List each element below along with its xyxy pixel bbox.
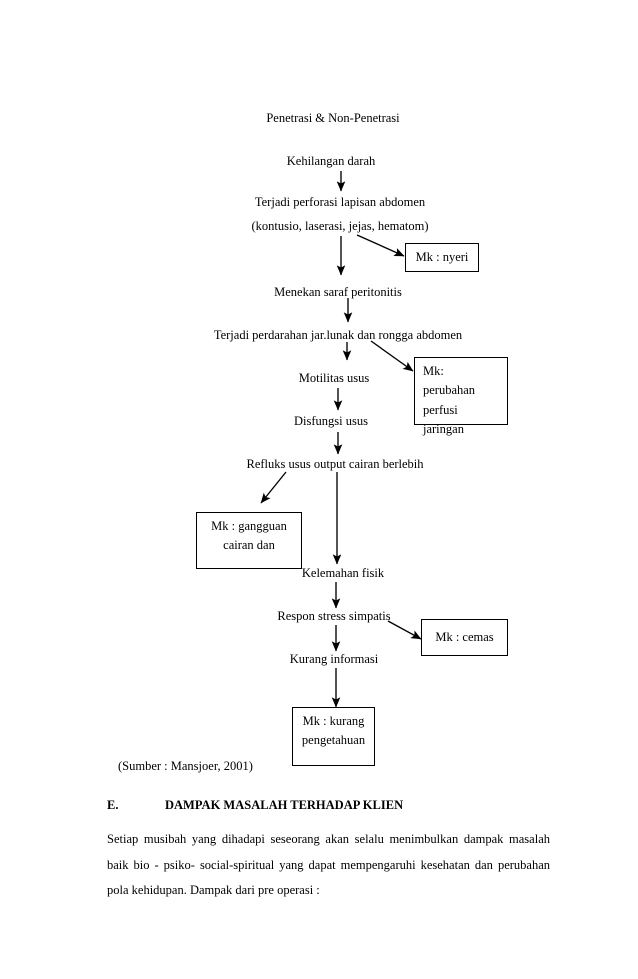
box-mk-perubahan-perfusi-jaringan: Mk: perubahan perfusi jaringan [414, 357, 508, 436]
section-letter: E. [107, 798, 119, 812]
section-paragraph: Setiap musibah yang dihadapi seseorang a… [107, 832, 550, 898]
node-kehilangan-darah: Kehilangan darah [286, 154, 376, 168]
box-mk-perfusi-line-1: Mk: perubahan [423, 364, 476, 398]
node-menekan-saraf: Menekan saraf peritonitis [274, 285, 402, 299]
arrow-refluks-to-cairan [260, 471, 287, 504]
node-penetrasi: Penetrasi & Non-Penetrasi [266, 111, 400, 125]
prose-section: E. DAMPAK MASALAH TERHADAP KLIEN Setiap … [107, 798, 550, 904]
node-disfungsi-usus: Disfungsi usus [294, 414, 368, 428]
node-terjadi-perforasi: Terjadi perforasi lapisan abdomen [254, 195, 426, 209]
box-mk-perfusi-line-3: jaringan [423, 422, 464, 437]
section-heading: E. DAMPAK MASALAH TERHADAP KLIEN [107, 798, 550, 813]
box-mk-nyeri: Mk : nyeri [405, 243, 479, 272]
box-mk-kurang-pengetahuan: Mk : kurang pengetahuan [292, 707, 375, 766]
node-refluks-usus: Refluks usus output cairan berlebih [246, 457, 424, 471]
box-mk-cairan-line-1: Mk : gangguan [211, 519, 287, 533]
node-respon-stress-simpatis: Respon stress simpatis [277, 609, 391, 623]
node-motilitas-usus: Motilitas usus [298, 371, 370, 385]
box-mk-cemas: Mk : cemas [421, 619, 508, 656]
arrow-perforasi-to-nyeri [356, 234, 405, 257]
pathophysiology-flowchart: Penetrasi & Non-Penetrasi Kehilangan dar… [196, 111, 508, 766]
box-mk-gangguan-cairan: Mk : gangguan cairan dan [196, 512, 302, 569]
source-citation: (Sumber : Mansjoer, 2001) [118, 759, 253, 773]
section-title: DAMPAK MASALAH TERHADAP KLIEN [165, 798, 404, 812]
node-kontusio-laserasi: (kontusio, laserasi, jejas, hematom) [251, 219, 429, 233]
node-kelemahan-fisik: Kelemahan fisik [301, 566, 385, 580]
node-kurang-informasi: Kurang informasi [289, 652, 379, 666]
arrow-respon-to-cemas [387, 620, 422, 640]
box-mk-pengetahuan-line-2: pengetahuan [301, 733, 366, 748]
box-mk-cemas-line-1: Mk : cemas [435, 629, 494, 644]
box-mk-perfusi-line-2: perfusi [423, 402, 458, 417]
box-mk-cairan-line-2: cairan dan [223, 538, 275, 553]
node-terjadi-perdarahan: Terjadi perdarahan jar.lunak dan rongga … [213, 328, 463, 342]
arrow-perdarahan-to-perfusi [370, 340, 414, 372]
box-mk-pengetahuan-line-1: Mk : kurang [302, 714, 365, 728]
box-mk-nyeri-line-1: Mk : nyeri [415, 249, 469, 264]
